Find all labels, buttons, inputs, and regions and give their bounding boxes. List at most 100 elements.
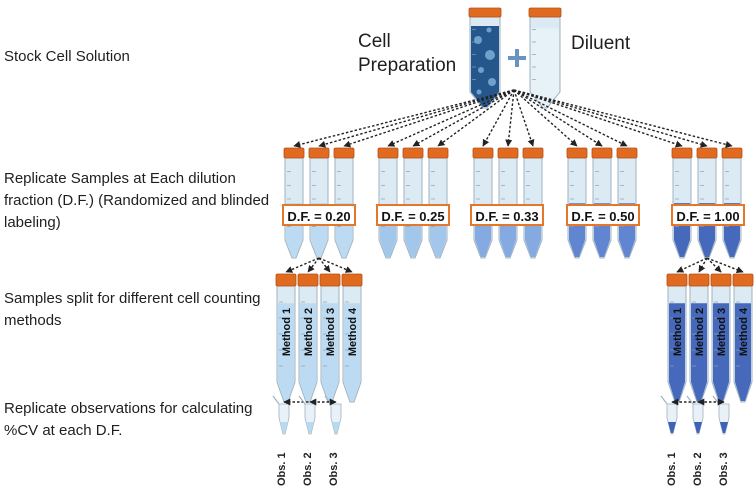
arrow-to-method-right-3 — [706, 257, 722, 273]
method-tube-right-2-cap — [688, 273, 710, 287]
stage-label-observations: Replicate observations for calculating %… — [4, 400, 253, 439]
replicate-tube-df2-1-cap — [472, 147, 494, 159]
method-tube-left-3-liquid — [322, 303, 338, 401]
arrow-to-method-right-1 — [676, 257, 708, 273]
cell-bubble-5 — [486, 27, 492, 33]
method-tube-right-4 — [732, 273, 754, 403]
method-tube-left-4 — [341, 273, 363, 403]
method-label-left-4: Method 4 — [347, 307, 359, 356]
obs-tube-left-1-lid — [272, 395, 280, 405]
method-tube-right-3-liquid — [713, 303, 729, 401]
diluent-label: Diluent — [571, 33, 631, 54]
replicate-tube-df0-1-cap — [283, 147, 305, 159]
replicate-tube-df0-3 — [333, 147, 355, 259]
cell-bubble-4 — [476, 89, 482, 95]
arrow-to-replicate-df3-1 — [513, 89, 578, 147]
method-tube-left-1-liquid — [278, 303, 294, 401]
df-box-1.00: D.F. = 1.00 — [671, 204, 745, 226]
method-tube-left-4-liquid — [344, 303, 360, 401]
arrow-to-replicate-df1-2 — [412, 89, 515, 147]
obs-tube-right-1-liquid — [668, 422, 676, 433]
df-box-0.33: D.F. = 0.33 — [470, 204, 544, 226]
replicate-tube-df4-1 — [671, 147, 693, 259]
replicate-tube-df3-2 — [591, 147, 613, 259]
cell-bubble-1 — [485, 50, 495, 60]
diluent-tube — [528, 7, 562, 109]
obs-label-right-3: Obs. 3 — [718, 452, 730, 486]
cell-preparation-label: Cell Preparation — [358, 31, 457, 76]
arrow-to-method-left-1 — [285, 257, 320, 273]
method-tube-right-2 — [688, 273, 710, 403]
obs-tube-right-2-liquid — [694, 422, 702, 433]
replicate-tube-df2-3 — [522, 147, 544, 259]
obs-label-right-2: Obs. 2 — [692, 452, 704, 486]
replicate-tube-df2-1 — [472, 147, 494, 259]
method-label-left-3: Method 3 — [325, 308, 337, 356]
obs-label-left-3: Obs. 3 — [328, 452, 340, 486]
replicate-tube-df0-3-cap — [333, 147, 355, 159]
arrow-to-method-right-4 — [706, 257, 744, 273]
method-tube-right-1-cap — [666, 273, 688, 287]
obs-tube-left-3-liquid — [332, 422, 340, 433]
cell-preparation-tube-cap — [468, 7, 502, 18]
replicate-tube-df3-1-cap — [566, 147, 588, 159]
replicate-tube-df4-2 — [696, 147, 718, 259]
stage-label-replicate: Replicate Samples at Each dilution fract… — [4, 170, 270, 231]
obs-tube-left-1-liquid — [280, 422, 288, 433]
method-label-right-2: Method 2 — [694, 308, 706, 356]
arrow-to-replicate-df0-1 — [293, 89, 515, 148]
cell-bubble-3 — [488, 78, 496, 86]
diluent-tube-liquid — [531, 28, 559, 107]
replicate-tube-df1-3 — [427, 147, 449, 259]
df-box-0.20: D.F. = 0.20 — [282, 204, 356, 226]
arrow-to-replicate-df3-3 — [513, 89, 628, 147]
obs-tube-left-3 — [324, 395, 342, 435]
method-tube-left-3 — [319, 273, 341, 403]
method-tube-right-3-cap — [710, 273, 732, 287]
method-tube-left-2 — [297, 273, 319, 403]
replicate-tube-df2-3-cap — [522, 147, 544, 159]
method-tube-right-3 — [710, 273, 732, 403]
obs-tube-right-3-liquid — [720, 422, 728, 433]
obs-label-right-1: Obs. 1 — [666, 452, 678, 486]
obs-label-left-1: Obs. 1 — [276, 452, 288, 486]
method-label-left-1: Method 1 — [281, 308, 293, 356]
arrow-to-replicate-df1-1 — [387, 89, 515, 147]
diluent-tube-cap — [528, 7, 562, 18]
cell-bubble-0 — [474, 36, 482, 44]
replicate-tube-df0-2-cap — [308, 147, 330, 159]
replicate-tube-df4-1-cap — [671, 147, 693, 159]
replicate-tube-df3-2-cap — [591, 147, 613, 159]
method-label-right-1: Method 1 — [672, 308, 684, 356]
arrow-to-method-left-3 — [318, 257, 331, 273]
method-label-right-4: Method 4 — [738, 307, 750, 356]
replicate-tube-df3-3-cap — [616, 147, 638, 159]
arrow-to-replicate-df4-2 — [513, 89, 708, 148]
replicate-tube-df1-2 — [402, 147, 424, 259]
arrow-to-replicate-df3-2 — [513, 89, 603, 147]
replicate-tube-df2-2-cap — [497, 147, 519, 159]
stage-label-split: Samples split for different cell countin… — [4, 290, 261, 329]
cell-bubble-2 — [478, 67, 484, 73]
obs-label-left-2: Obs. 2 — [302, 452, 314, 486]
method-tube-left-4-cap — [341, 273, 363, 287]
method-label-left-2: Method 2 — [303, 308, 315, 356]
arrow-to-replicate-df4-3 — [513, 89, 733, 148]
obs-tube-left-2-lid — [298, 395, 306, 405]
method-tube-right-4-liquid — [735, 303, 751, 401]
replicate-tube-df2-2 — [497, 147, 519, 259]
method-tube-right-2-liquid — [691, 303, 707, 401]
replicate-tube-df3-1 — [566, 147, 588, 259]
method-tube-left-3-cap — [319, 273, 341, 287]
method-tube-left-1-cap — [275, 273, 297, 287]
arrow-to-method-left-4 — [318, 257, 353, 273]
method-tube-left-2-cap — [297, 273, 319, 287]
arrow-to-replicate-df2-3 — [513, 89, 535, 147]
obs-tube-right-3 — [712, 395, 730, 435]
method-tube-right-1-liquid — [669, 303, 685, 401]
replicate-tube-df1-3-cap — [427, 147, 449, 159]
replicate-tube-df1-1 — [377, 147, 399, 259]
obs-tube-right-2-lid — [686, 395, 694, 405]
replicate-tube-df1-1-cap — [377, 147, 399, 159]
